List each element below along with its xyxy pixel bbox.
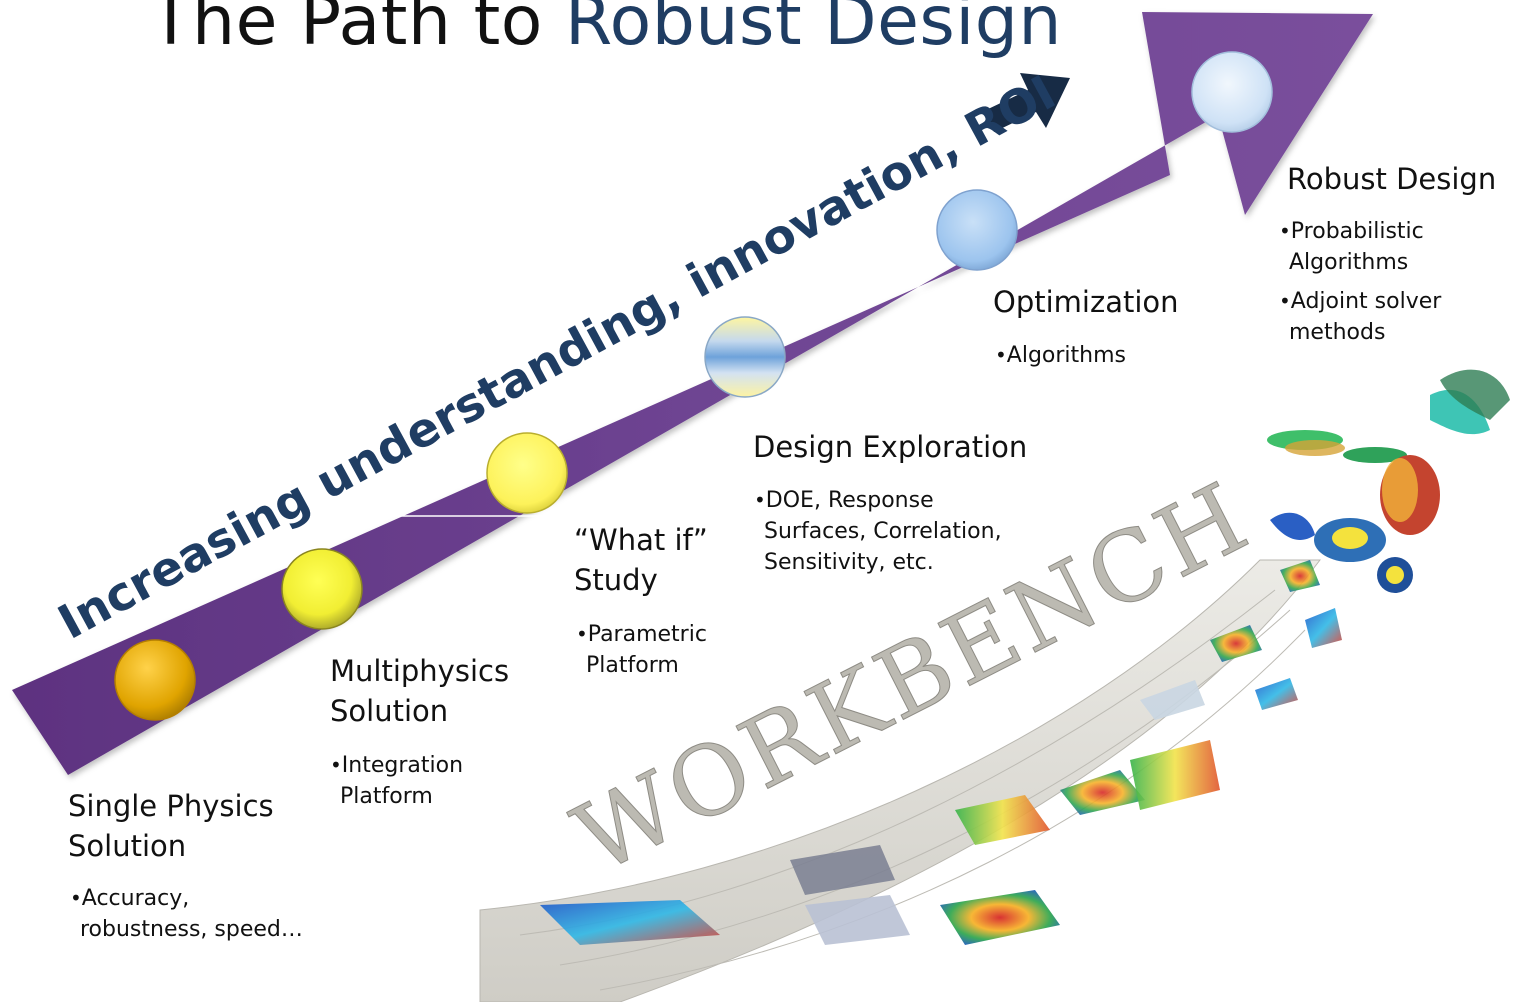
stage-title-line: Solution [68, 829, 187, 863]
bullet-text: Platform [586, 653, 679, 678]
stage-bullets-single-physics: •Accuracy, robustness, speed… [70, 883, 303, 953]
bullet-text: Algorithms [1289, 250, 1409, 275]
stage-title-line: Solution [330, 694, 449, 728]
bullet-item: •Adjoint solver methods [1279, 286, 1441, 348]
direction-arrow-icon [986, 73, 1070, 132]
bullet-item: •Accuracy, robustness, speed… [70, 883, 303, 945]
bullet-text: Platform [340, 784, 433, 809]
stage-bullets-what-if: •Parametric Platform [576, 619, 707, 689]
stage-circle-1 [114, 639, 196, 721]
bullet-item: •Probabilistic Algorithms [1279, 216, 1441, 278]
stage-title-line: “What if” [574, 523, 708, 557]
title-accent: Robust Design [564, 0, 1063, 61]
bullet-item: •Algorithms [995, 343, 1127, 368]
stage-circles [114, 51, 1273, 721]
stage-title-what-if: “What if” Study [574, 520, 708, 600]
bullet-text: Surfaces, Correlation, [764, 519, 1002, 544]
simulation-models-illustration [1267, 369, 1510, 593]
stage-title-line: Multiphysics [330, 654, 510, 688]
stage-title-line: Study [574, 563, 658, 597]
page-title: The Path to Robust Design [150, 0, 1062, 61]
stage-title-robust-design: Robust Design [1287, 159, 1496, 199]
bullet-item: •DOE, Response Surfaces, Correlation, Se… [754, 485, 1002, 578]
stage-bullets-design-exploration: •DOE, Response Surfaces, Correlation, Se… [754, 485, 1002, 586]
workbench-track [479, 559, 1342, 1002]
bullet-text: methods [1289, 320, 1386, 345]
stage-bullets-multiphysics: •Integration Platform [330, 750, 463, 820]
bullet-text: Accuracy, [81, 886, 190, 911]
stage-title-design-exploration: Design Exploration [753, 427, 1027, 467]
stage-circle-5 [936, 189, 1018, 271]
stage-bullets-optimization: •Algorithms [995, 340, 1126, 379]
stage-title-line: Optimization [993, 285, 1179, 319]
stage-circle-3 [486, 432, 568, 514]
stage-title-line: Single Physics [68, 789, 274, 823]
title-prefix: The Path to [150, 0, 565, 61]
bullet-item: •Parametric Platform [576, 619, 707, 681]
stage-bullets-robust-design: •Probabilistic Algorithms •Adjoint solve… [1279, 216, 1441, 356]
bullet-text: Probabilistic [1290, 219, 1424, 244]
stage-title-line: Robust Design [1287, 162, 1497, 196]
stage-title-multiphysics: Multiphysics Solution [330, 651, 509, 731]
stage-title-optimization: Optimization [993, 282, 1179, 322]
bullet-text: Sensitivity, etc. [764, 550, 934, 575]
bullet-text: DOE, Response [765, 488, 934, 513]
bullet-text: Adjoint solver [1290, 289, 1442, 314]
stage-circle-4 [704, 316, 786, 398]
stage-circle-2 [281, 548, 363, 630]
bullet-text: Parametric [587, 622, 707, 647]
bullet-item: •Integration Platform [330, 750, 463, 812]
bullet-text: Algorithms [1006, 343, 1127, 368]
bullet-text: robustness, speed… [80, 917, 303, 942]
stage-title-single-physics: Single Physics Solution [68, 786, 274, 866]
stage-circle-6 [1191, 51, 1273, 133]
stage-title-line: Design Exploration [753, 430, 1028, 464]
bullet-text: Integration [341, 753, 464, 778]
